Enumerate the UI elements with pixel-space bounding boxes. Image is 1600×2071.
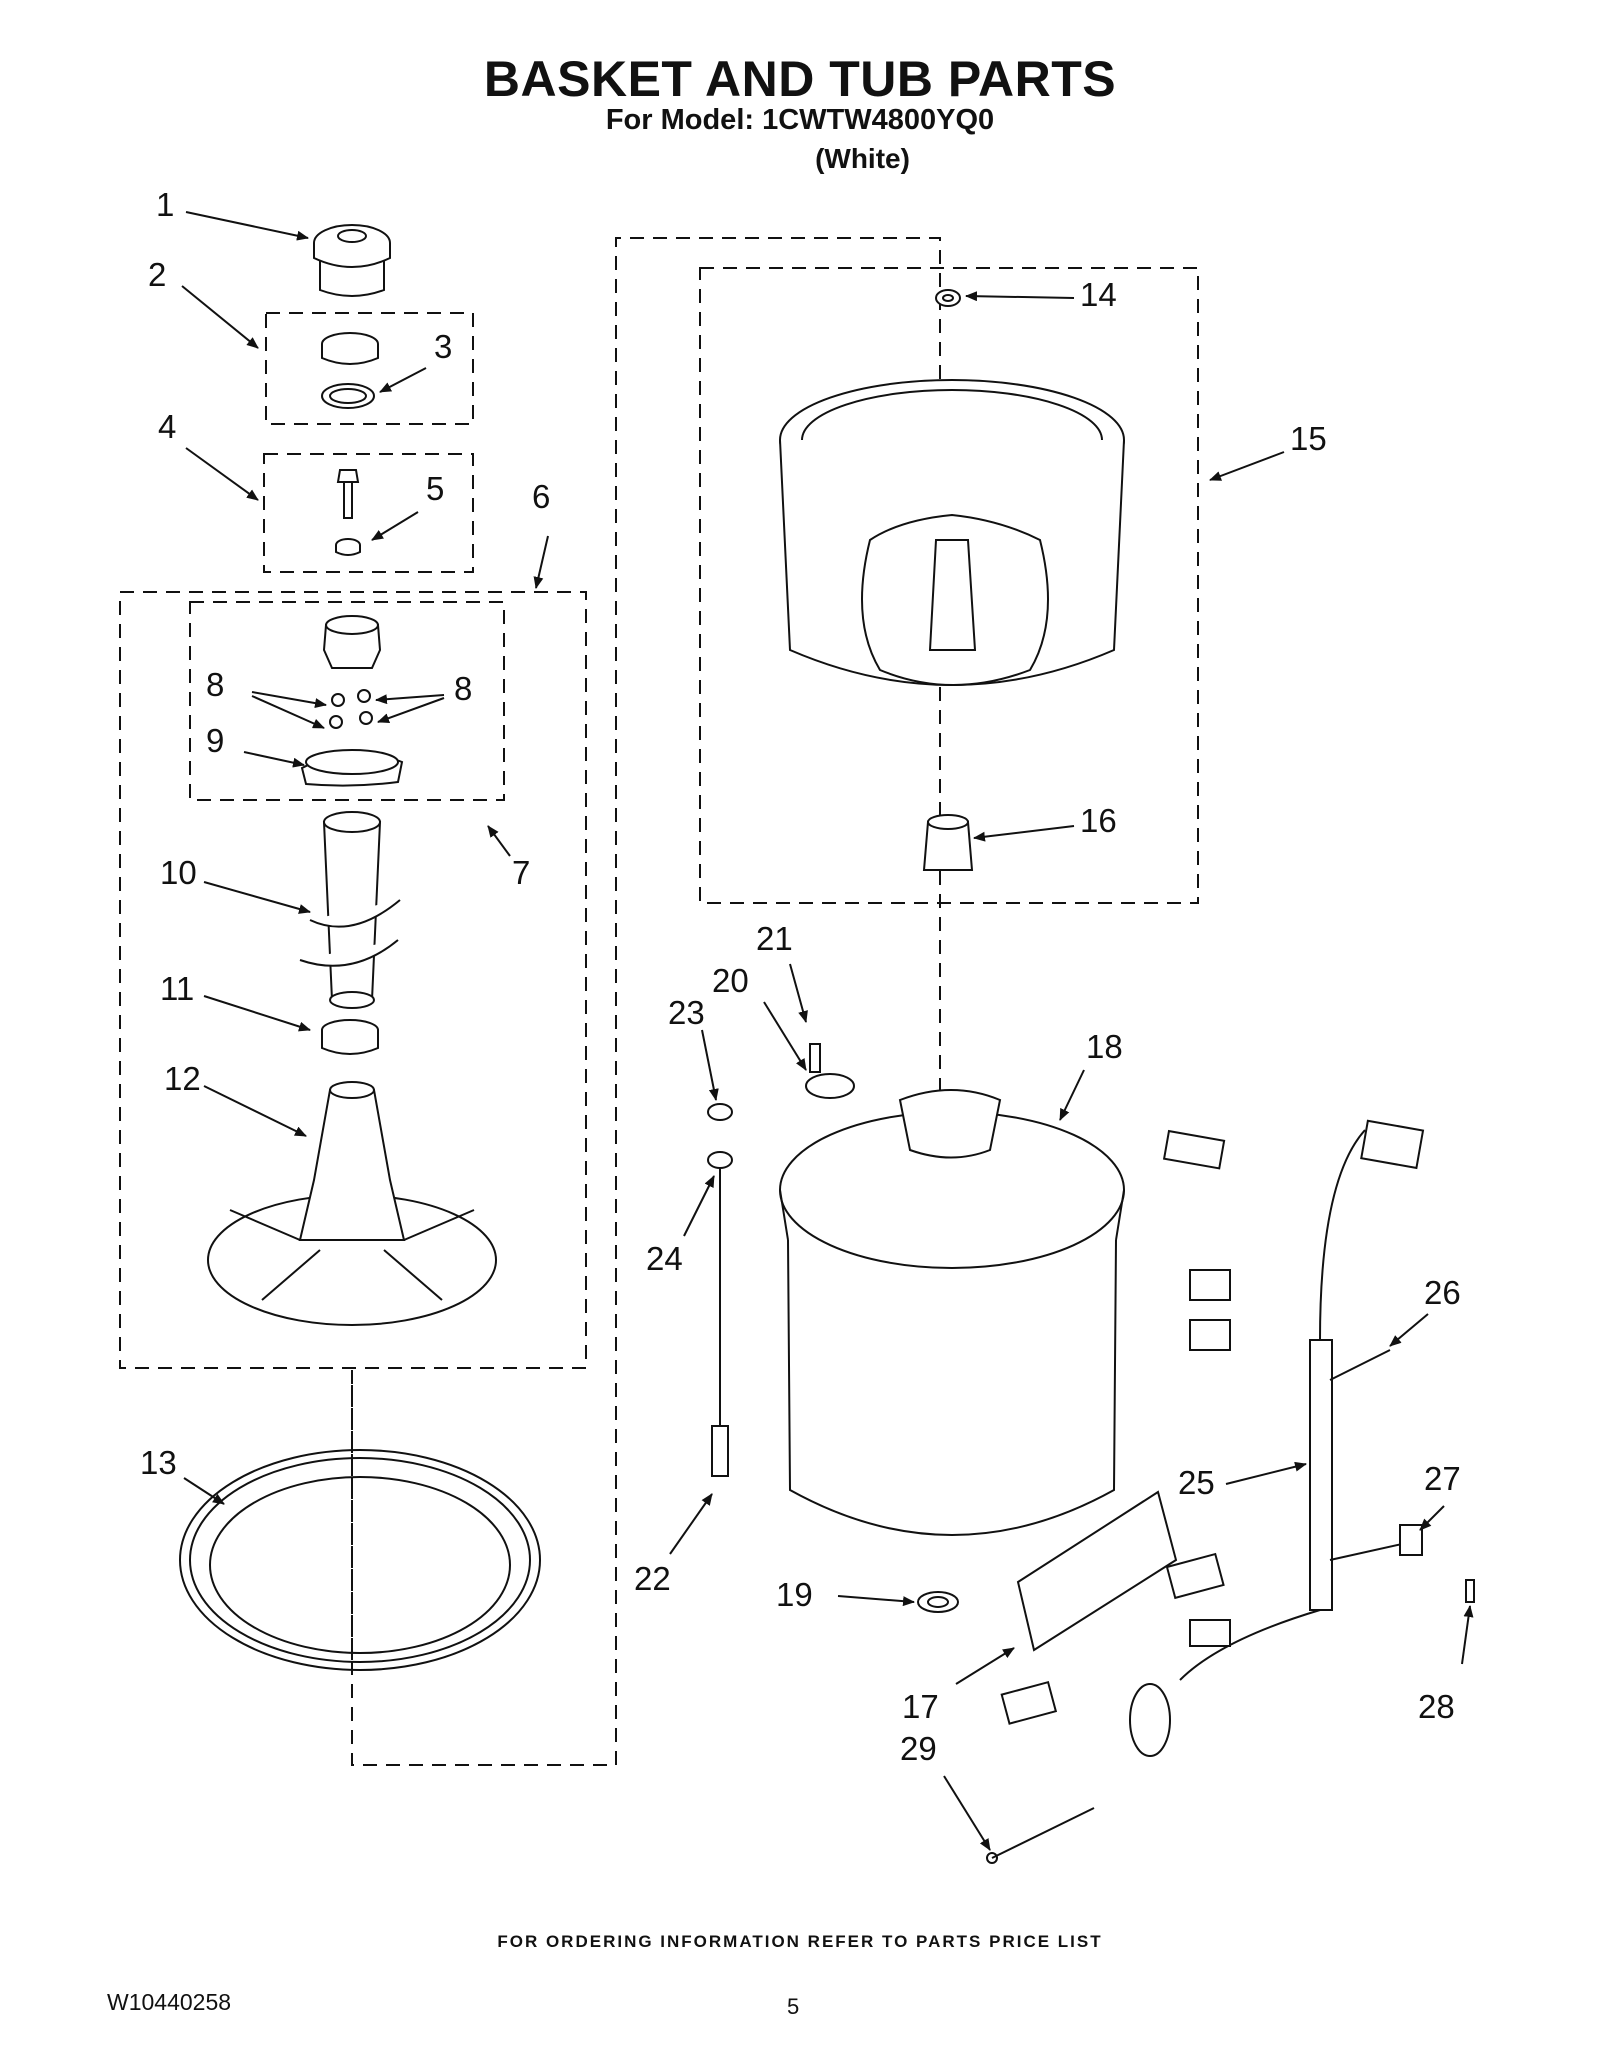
part-17-label-sheet	[1016, 1490, 1178, 1652]
callout-20: 20	[712, 962, 749, 999]
callout-18: 18	[1086, 1028, 1123, 1065]
page-number: 5	[787, 1994, 800, 2019]
leader-28	[1461, 1605, 1474, 1665]
leader-19	[837, 1595, 915, 1607]
part-1-agitator-cap	[313, 224, 391, 297]
callout-12: 12	[164, 1060, 201, 1097]
callout-11: 11	[160, 970, 194, 1007]
part-7-cam-assembly	[300, 615, 404, 787]
part-25-wire-harness	[1000, 1119, 1475, 1757]
leader-13	[183, 1477, 225, 1505]
group-box-2	[265, 312, 474, 425]
callout-1: 1	[156, 186, 174, 223]
callout-5: 5	[426, 470, 444, 507]
leader-12	[203, 1085, 307, 1137]
part-5-bolt-washer	[335, 469, 361, 556]
leader-3	[379, 367, 427, 393]
leader-26	[1389, 1313, 1429, 1347]
leader-23	[701, 1029, 719, 1101]
leader-25	[1225, 1461, 1307, 1485]
callout-8-right: 8	[454, 670, 472, 707]
callout-6: 6	[532, 478, 550, 515]
callout-24: 24	[646, 1240, 683, 1277]
group-boxes	[119, 237, 1199, 1766]
callout-9: 9	[206, 722, 224, 759]
part-19-seal	[917, 1591, 959, 1613]
callout-25: 25	[1178, 1464, 1215, 1501]
leader-8b-1	[375, 694, 445, 705]
callout-23: 23	[668, 994, 705, 1031]
callout-8-left: 8	[206, 666, 224, 703]
leader-7	[487, 825, 511, 857]
assembly-connector	[351, 237, 941, 1766]
leader-21	[789, 963, 808, 1023]
callout-4: 4	[158, 408, 176, 445]
model-line: For Model: 1CWTW4800YQ0	[605, 104, 995, 136]
part-13-tub-ring	[179, 1449, 541, 1671]
callout-14: 14	[1080, 276, 1117, 313]
leader-4	[185, 447, 259, 501]
callout-22: 22	[634, 1560, 671, 1597]
leader-8b-2	[377, 697, 445, 723]
page-title: BASKET AND TUB PARTS	[483, 51, 1117, 107]
part-14-nut	[935, 289, 961, 307]
leader-22	[669, 1493, 713, 1555]
callout-27: 27	[1424, 1460, 1461, 1497]
leader-6	[533, 535, 549, 589]
leader-11	[203, 995, 311, 1032]
callout-10: 10	[160, 854, 197, 891]
callout-19: 19	[776, 1576, 813, 1613]
callout-3: 3	[434, 328, 452, 365]
part-22-24-pressure-hose	[707, 1103, 733, 1477]
part-29-cable-tie	[986, 1807, 1095, 1864]
callout-13: 13	[140, 1444, 177, 1481]
callout-7: 7	[512, 854, 530, 891]
leader-14	[965, 291, 1075, 302]
leader-5	[371, 511, 419, 541]
callout-2: 2	[148, 256, 166, 293]
callout-labels: 1 2 3 4 5 6 7 8 8 9 10 11 12 13 14 15 16…	[140, 186, 1461, 1767]
part-20-21-bracket-screw	[805, 1043, 855, 1099]
leader-15	[1209, 451, 1285, 481]
leader-24	[683, 1175, 715, 1237]
leader-18	[1059, 1069, 1085, 1121]
leader-9	[243, 751, 305, 768]
callout-21: 21	[756, 920, 793, 957]
callout-15: 15	[1290, 420, 1327, 457]
leader-20	[763, 1001, 807, 1071]
part-3-cap-and-seal	[321, 332, 379, 409]
document-number: W10440258	[107, 1989, 232, 2015]
leader-29	[943, 1775, 991, 1851]
color-line: (White)	[815, 143, 910, 174]
callout-29: 29	[900, 1730, 937, 1767]
callout-28: 28	[1418, 1688, 1455, 1725]
part-12-agitator-base	[207, 1081, 497, 1326]
part-11-bearing	[321, 1019, 379, 1055]
ordering-note: FOR ORDERING INFORMATION REFER TO PARTS …	[497, 1932, 1103, 1951]
leader-8a-2	[251, 695, 325, 729]
leader-8a-1	[251, 691, 327, 709]
leader-17	[955, 1647, 1015, 1685]
callout-26: 26	[1424, 1274, 1461, 1311]
group-box-7	[189, 601, 505, 801]
leader-lines	[181, 211, 1474, 1851]
group-box-15	[699, 267, 1199, 904]
part-18-outer-tub	[779, 1089, 1125, 1536]
callout-16: 16	[1080, 802, 1117, 839]
part-10-auger	[299, 811, 401, 1009]
part-15-basket	[779, 379, 1125, 686]
leader-2	[181, 285, 259, 349]
group-box-6	[119, 591, 587, 1369]
callout-17: 17	[902, 1688, 939, 1725]
leader-10	[203, 881, 311, 914]
part-16-hub	[922, 814, 974, 871]
group-box-4	[263, 453, 474, 573]
leader-27	[1419, 1505, 1445, 1531]
leader-1	[185, 211, 309, 241]
leader-16	[973, 825, 1075, 842]
